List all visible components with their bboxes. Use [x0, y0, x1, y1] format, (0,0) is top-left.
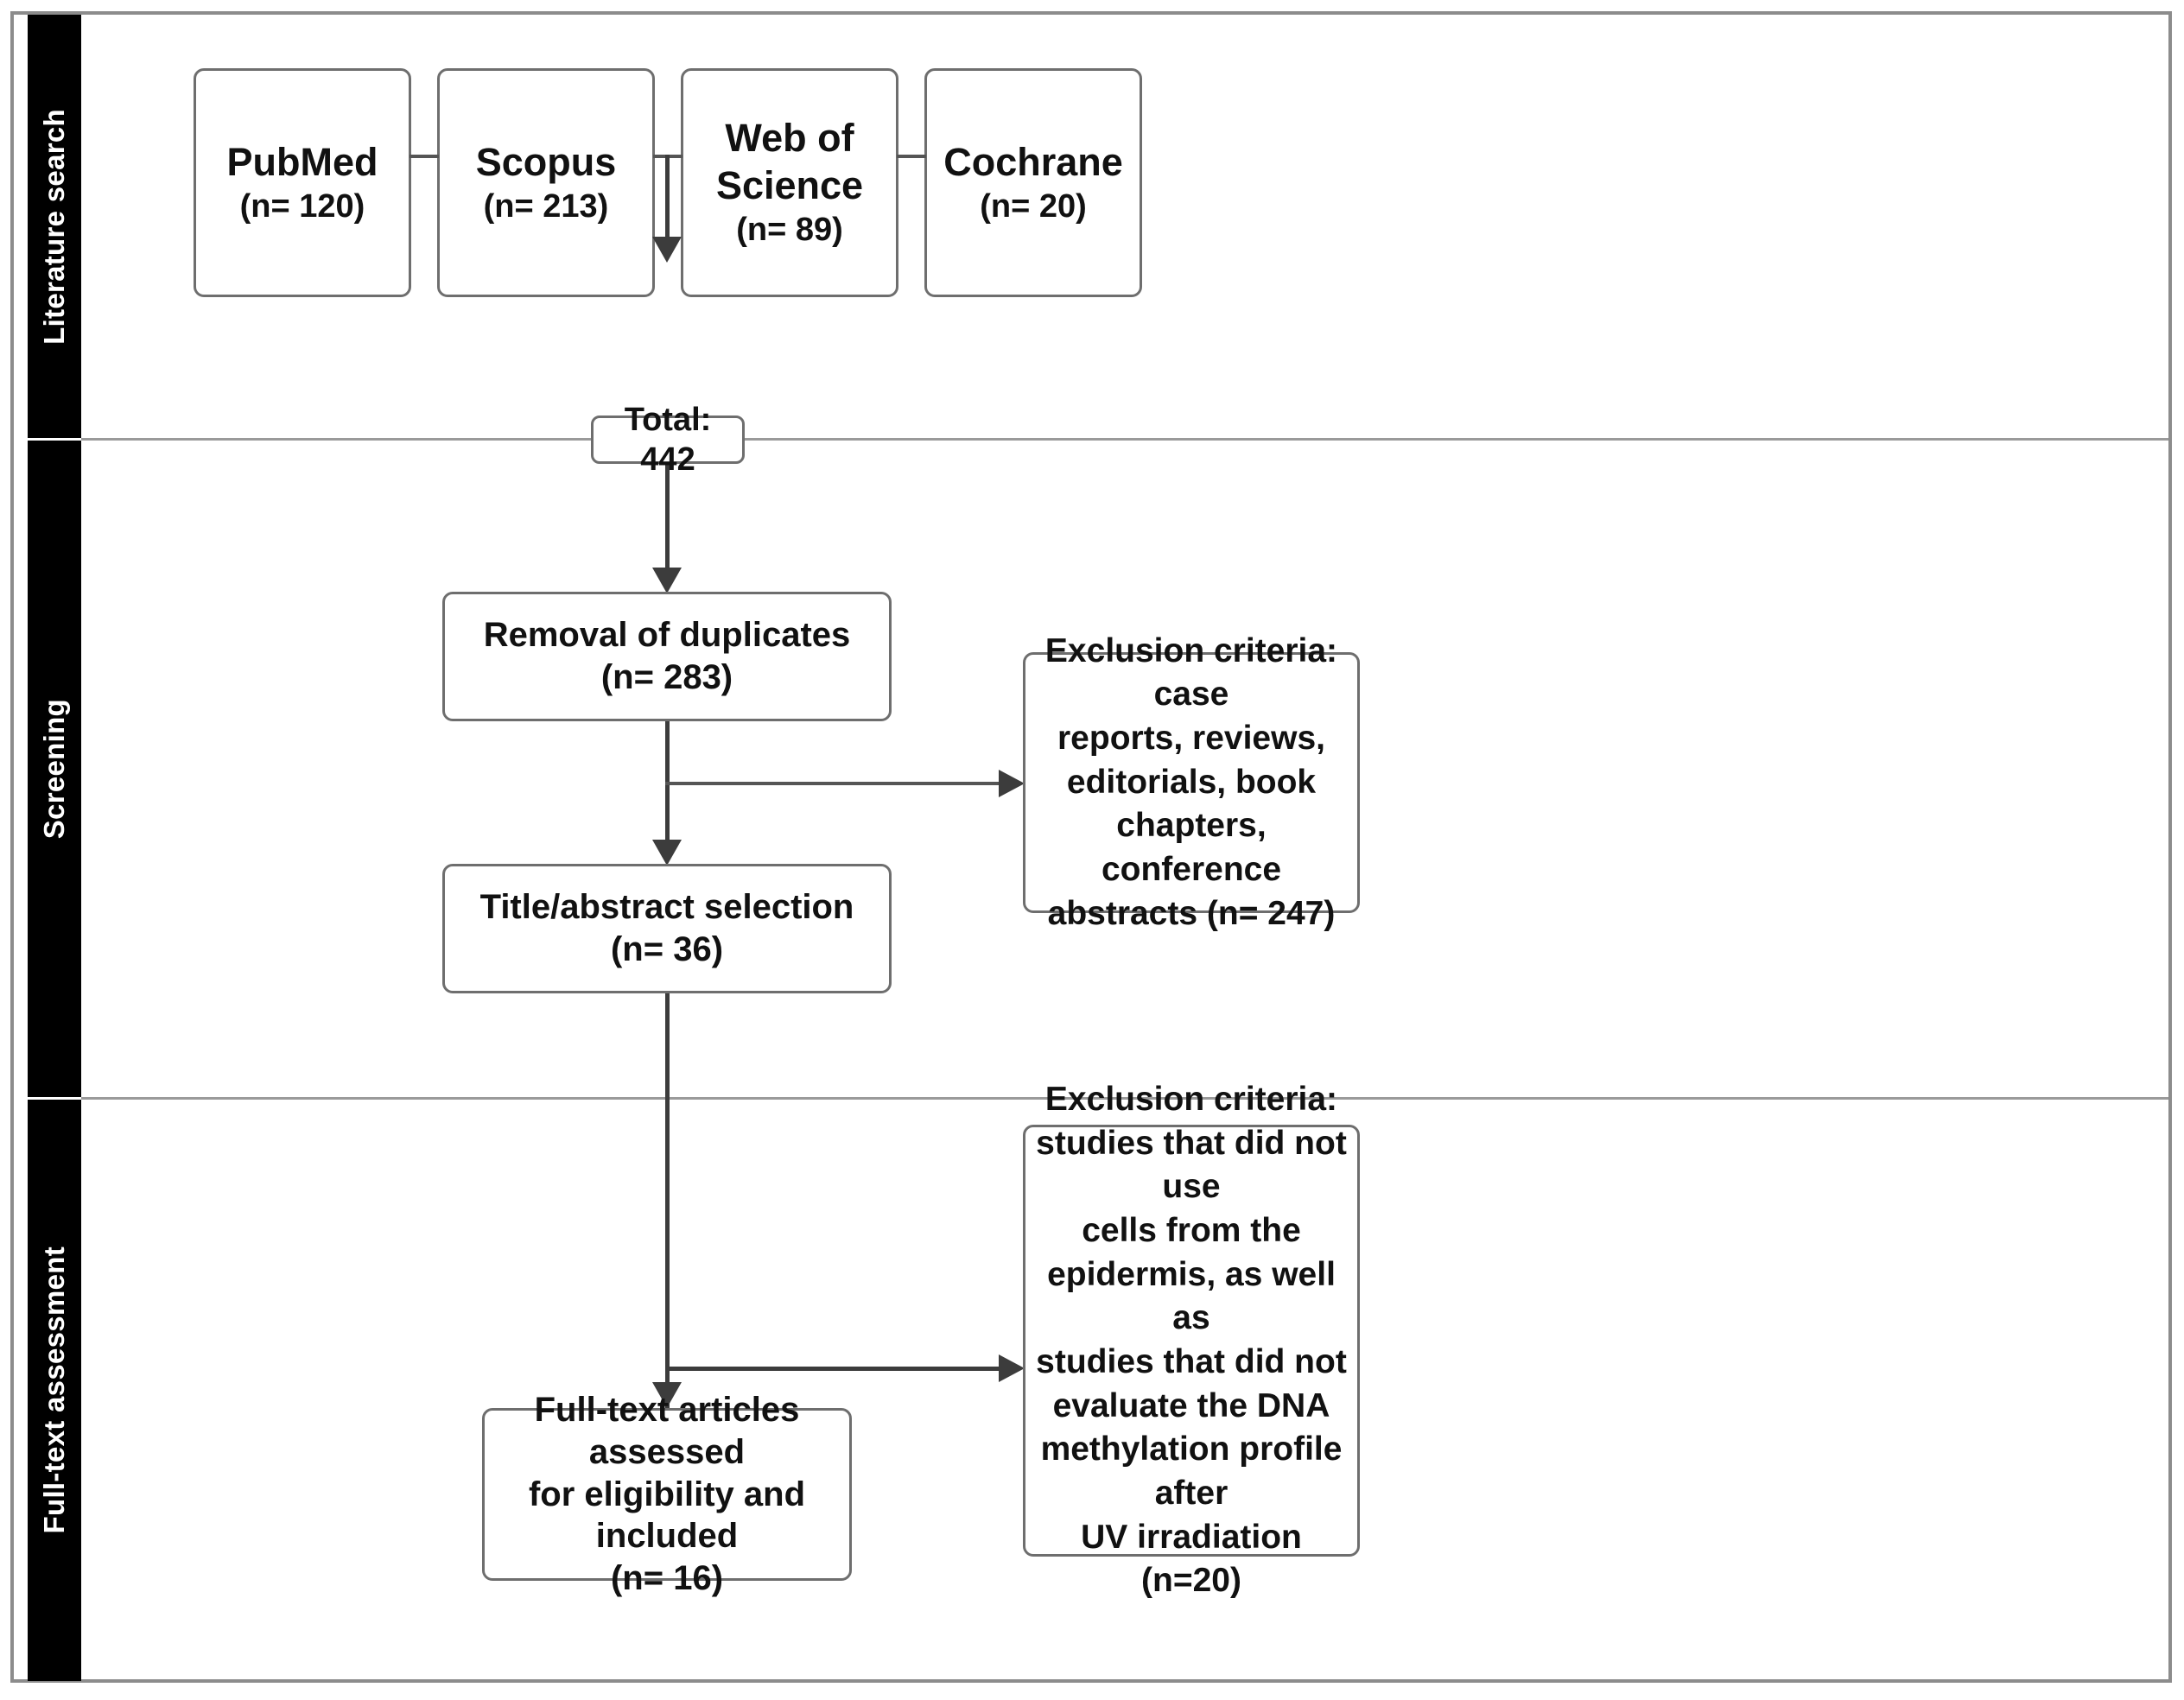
- exclusion-full-text-line-6: evaluate the DNA: [1052, 1386, 1330, 1424]
- exclusion-screening-line-5: abstracts (n= 247): [1047, 894, 1336, 932]
- database-box-web-of-science: Web of Science (n= 89): [681, 68, 898, 297]
- stage-rail-label-full-text-assessment: Full-text assessment: [38, 1246, 70, 1534]
- diagram-frame: Literature search Screening Full-text as…: [10, 11, 2172, 1683]
- exclusion-full-text-line-8: UV irradiation (n=20): [1081, 1518, 1302, 1600]
- database-box-pubmed: PubMed (n= 120): [194, 68, 411, 297]
- database-box-cochrane: Cochrane (n= 20): [924, 68, 1142, 297]
- total-box: Total: 442: [591, 402, 745, 478]
- stage-rail-screening: Screening: [28, 441, 81, 1097]
- arrow-title-to-fulltext: [652, 1382, 682, 1408]
- exclusion-screening-line-2: reports, reviews,: [1057, 719, 1325, 757]
- database-name-scopus: Scopus: [475, 139, 617, 184]
- stage-divider-screening-fulltext: [81, 1097, 2168, 1100]
- exclusion-screening-line-4: chapters, conference: [1101, 807, 1282, 889]
- exclusion-full-text-line-5: studies that did not: [1036, 1343, 1347, 1380]
- exclusion-full-text-line-3: cells from the: [1082, 1211, 1301, 1249]
- arrow-total-to-duplicates: [652, 568, 682, 593]
- exclusion-full-text-line-2: studies that did not use: [1036, 1124, 1347, 1206]
- database-name-web-of-science-line1: Web of: [725, 116, 854, 161]
- exclusion-full-text-line-4: epidermis, as well as: [1047, 1255, 1336, 1337]
- arrow-duplicates-to-title: [652, 840, 682, 866]
- stage-rail-literature-search: Literature search: [28, 15, 81, 438]
- step-count-full-text-articles: (n= 16): [610, 1559, 724, 1598]
- exclusion-screening-line-3: editorials, book: [1066, 763, 1317, 801]
- database-box-scopus: Scopus (n= 213): [437, 68, 655, 297]
- step-label-full-text-articles-line1: Full-text articles assessed: [534, 1391, 800, 1471]
- stage-rail-label-screening: Screening: [38, 698, 70, 840]
- step-box-removal-of-duplicates: Removal of duplicates (n= 283): [442, 592, 892, 721]
- stage-divider-search-screening: [81, 438, 2168, 441]
- database-name-pubmed: PubMed: [226, 139, 378, 184]
- database-count-web-of-science: (n= 89): [736, 212, 843, 249]
- step-box-full-text-articles: Full-text articles assessed for eligibil…: [482, 1391, 852, 1597]
- branch-line-to-exclusion-screening: [665, 782, 1004, 785]
- step-label-removal-of-duplicates: Removal of duplicates: [483, 616, 851, 655]
- arrow-to-exclusion-screening: [999, 770, 1025, 797]
- step-count-title-abstract-selection: (n= 36): [610, 930, 724, 968]
- exclusion-full-text-line-1: Exclusion criteria:: [1044, 1080, 1338, 1118]
- step-box-title-abstract-selection: Title/abstract selection (n= 36): [442, 864, 892, 993]
- exclusion-box-full-text: Exclusion criteria: studies that did not…: [1023, 1081, 1360, 1599]
- connector-duplicates-to-title: [665, 721, 670, 860]
- step-count-removal-of-duplicates: (n= 283): [600, 658, 733, 696]
- database-name-cochrane: Cochrane: [943, 139, 1123, 184]
- connector-title-to-fulltext: [665, 993, 670, 1408]
- branch-line-to-exclusion-fulltext: [665, 1367, 1004, 1371]
- database-name-web-of-science-line2: Science: [715, 163, 864, 208]
- exclusion-full-text-line-7: methylation profile after: [1040, 1430, 1343, 1513]
- step-label-full-text-articles-line2: for eligibility and included: [528, 1475, 806, 1556]
- connector-pubmed-scopus: [410, 155, 439, 158]
- connector-webofscience-cochrane: [897, 155, 926, 158]
- exclusion-screening-line-1: Exclusion criteria: case: [1044, 631, 1338, 714]
- step-label-title-abstract-selection: Title/abstract selection: [479, 888, 854, 927]
- database-count-scopus: (n= 213): [483, 187, 609, 225]
- arrow-to-exclusion-fulltext: [999, 1354, 1025, 1382]
- stage-rail-label-literature-search: Literature search: [38, 108, 70, 345]
- connector-total-to-duplicates: [665, 464, 670, 580]
- arrow-databases-to-total: [652, 237, 682, 263]
- exclusion-box-screening: Exclusion criteria: case reports, review…: [1023, 632, 1360, 932]
- stage-rail-full-text-assessment: Full-text assessment: [28, 1100, 81, 1681]
- database-count-pubmed: (n= 120): [239, 187, 365, 225]
- connector-databases-to-total: [665, 155, 670, 254]
- database-count-cochrane: (n= 20): [980, 187, 1087, 225]
- total-label: Total: 442: [624, 401, 712, 478]
